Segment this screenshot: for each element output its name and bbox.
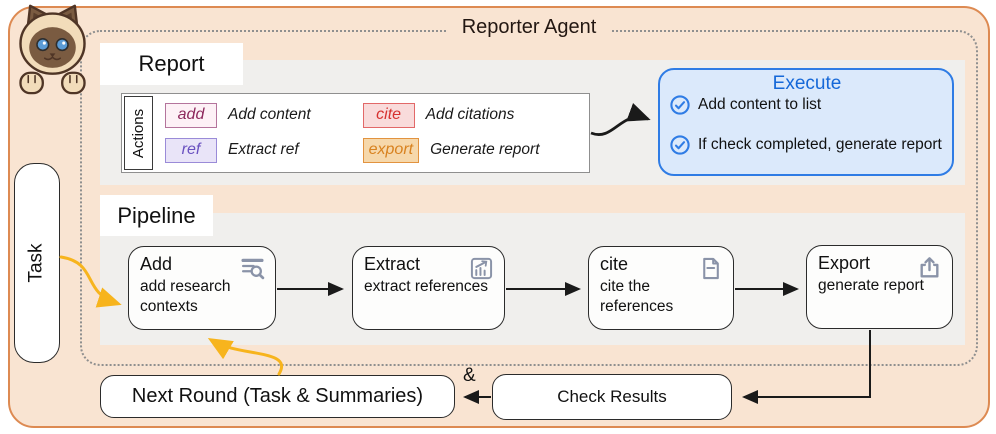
- action-label-ref: Extract ref: [228, 141, 299, 159]
- ampersand-label: &: [463, 365, 476, 386]
- reporter-agent-boundary: Reporter Agent: [80, 16, 978, 366]
- chart-icon: [470, 257, 493, 280]
- task-label: Task: [25, 243, 47, 283]
- execute-item-label: Add content to list: [698, 96, 822, 113]
- actions-header-label: Actions: [130, 108, 148, 158]
- execute-title: Execute: [772, 73, 842, 94]
- step-desc: extract references: [364, 278, 489, 295]
- action-row-cite: cite Add citations: [362, 103, 583, 128]
- action-row-export: export Generate report: [362, 138, 583, 163]
- action-label-cite: Add citations: [425, 106, 515, 124]
- execute-item: Add content to list: [670, 95, 944, 115]
- execute-item-label: If check completed, generate report: [698, 136, 942, 153]
- pipeline-step-cite: cite cite the references: [588, 246, 734, 330]
- step-desc: generate report: [818, 277, 924, 294]
- action-label-export: Generate report: [430, 141, 540, 159]
- page-title: Reporter Agent: [447, 16, 611, 39]
- cat-mascot: [19, 4, 86, 95]
- actions-header-cell: Actions: [124, 96, 153, 170]
- action-row-ref: ref Extract ref: [165, 138, 357, 163]
- check-circle-icon: [670, 135, 690, 155]
- action-row-add: add Add content: [165, 103, 357, 128]
- step-desc: cite the references: [600, 278, 674, 316]
- next-round-label: Next Round (Task & Summaries): [131, 385, 424, 407]
- pipeline-section-title: Pipeline: [100, 195, 213, 236]
- action-label-add: Add content: [228, 106, 311, 124]
- step-title: Export: [818, 253, 871, 273]
- document-icon: [703, 257, 719, 280]
- action-badge-ref: ref: [165, 138, 217, 163]
- execute-item: If check completed, generate report: [670, 135, 944, 155]
- actions-grid: add Add content cite Add citations ref E…: [155, 94, 589, 172]
- action-badge-add: add: [165, 103, 217, 128]
- search-list-icon: [241, 258, 265, 280]
- action-badge-export: export: [362, 138, 420, 163]
- pipeline-step-add: Add add research contexts: [128, 246, 276, 330]
- step-title: cite: [600, 254, 629, 274]
- step-title: Add: [140, 254, 173, 274]
- check-results-label: Check Results: [557, 387, 667, 406]
- next-round-box: Next Round (Task & Summaries): [100, 375, 455, 418]
- step-title: Extract: [364, 254, 421, 274]
- actions-table: Actions add Add content cite Add citatio…: [121, 93, 590, 173]
- check-results-box: Check Results: [492, 374, 732, 420]
- execute-box: Execute Add content to list If check com…: [658, 68, 954, 176]
- action-badge-cite: cite: [362, 103, 415, 128]
- report-section-title: Report: [100, 43, 243, 85]
- share-icon: [920, 257, 939, 278]
- pipeline-step-export: Export generate report: [806, 245, 953, 329]
- check-circle-icon: [670, 95, 690, 115]
- pipeline-step-extract: Extract extract references: [352, 246, 505, 330]
- task-box: Task: [14, 163, 60, 363]
- step-desc: add research contexts: [140, 278, 231, 316]
